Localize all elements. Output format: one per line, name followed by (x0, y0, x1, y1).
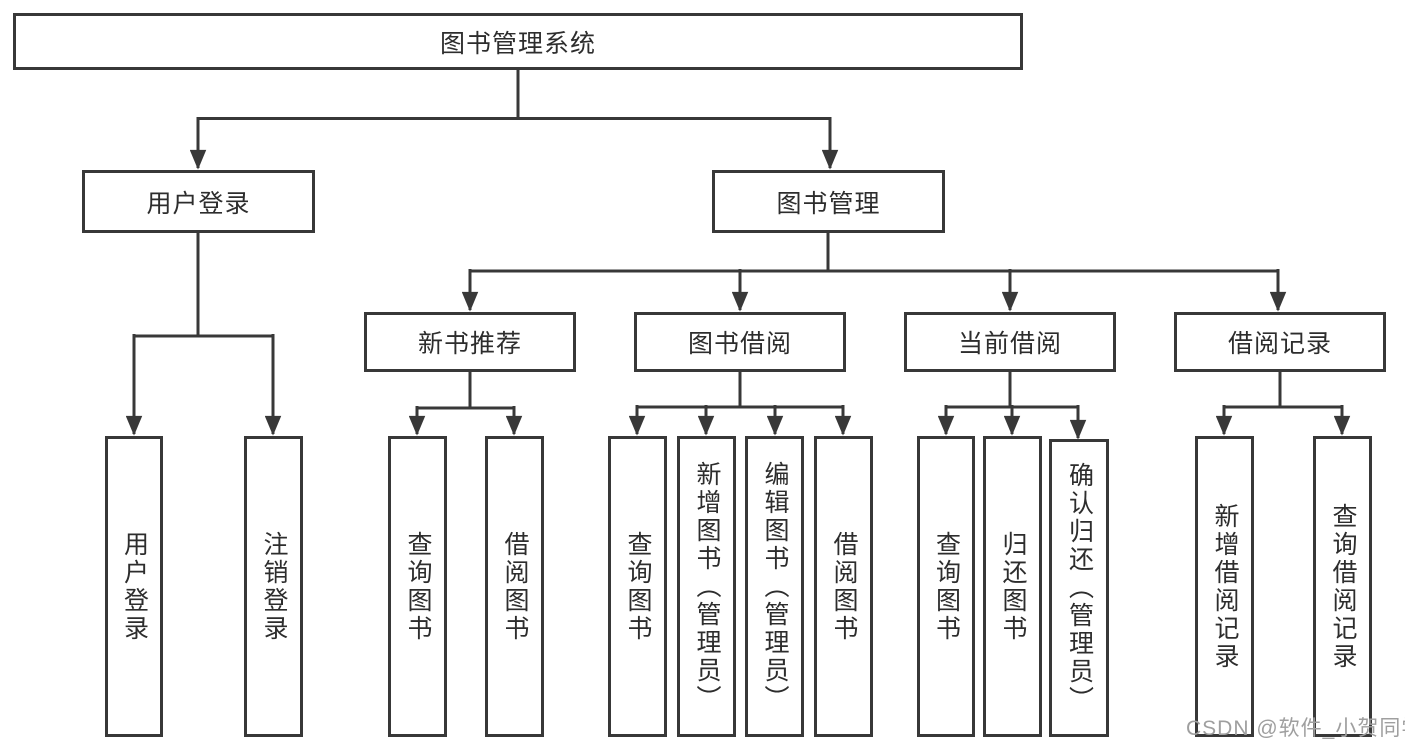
leaf-query-borrow-record: 查询借阅记录 (1313, 436, 1372, 737)
leaf-confirm-return-admin: 确认归还（管理员） (1049, 439, 1109, 737)
node-current-borrowing: 当前借阅 (904, 312, 1116, 372)
leaf-edit-books-admin: 编辑图书（管理员） (745, 436, 804, 737)
leaf-user-login: 用户登录 (105, 436, 163, 737)
leaf-borrow-books: 借阅图书 (814, 436, 873, 737)
leaf-query-books-borrowing: 查询图书 (608, 436, 667, 737)
node-borrow-records: 借阅记录 (1174, 312, 1386, 372)
node-book-borrowing: 图书借阅 (634, 312, 846, 372)
leaf-borrow-books-recommend: 借阅图书 (485, 436, 544, 737)
leaf-add-borrow-record: 新增借阅记录 (1195, 436, 1254, 737)
node-root-system: 图书管理系统 (13, 13, 1023, 70)
node-book-management: 图书管理 (712, 170, 945, 233)
leaf-return-books: 归还图书 (983, 436, 1042, 737)
node-new-book-recommend: 新书推荐 (364, 312, 576, 372)
node-user-login: 用户登录 (82, 170, 315, 233)
leaf-logout: 注销登录 (244, 436, 303, 737)
leaf-query-books-recommend: 查询图书 (388, 436, 447, 737)
csdn-watermark: CSDN @软件_小贺同学 (1186, 717, 1405, 740)
leaf-query-books-current: 查询图书 (917, 436, 975, 737)
leaf-add-books-admin: 新增图书（管理员） (677, 436, 736, 737)
